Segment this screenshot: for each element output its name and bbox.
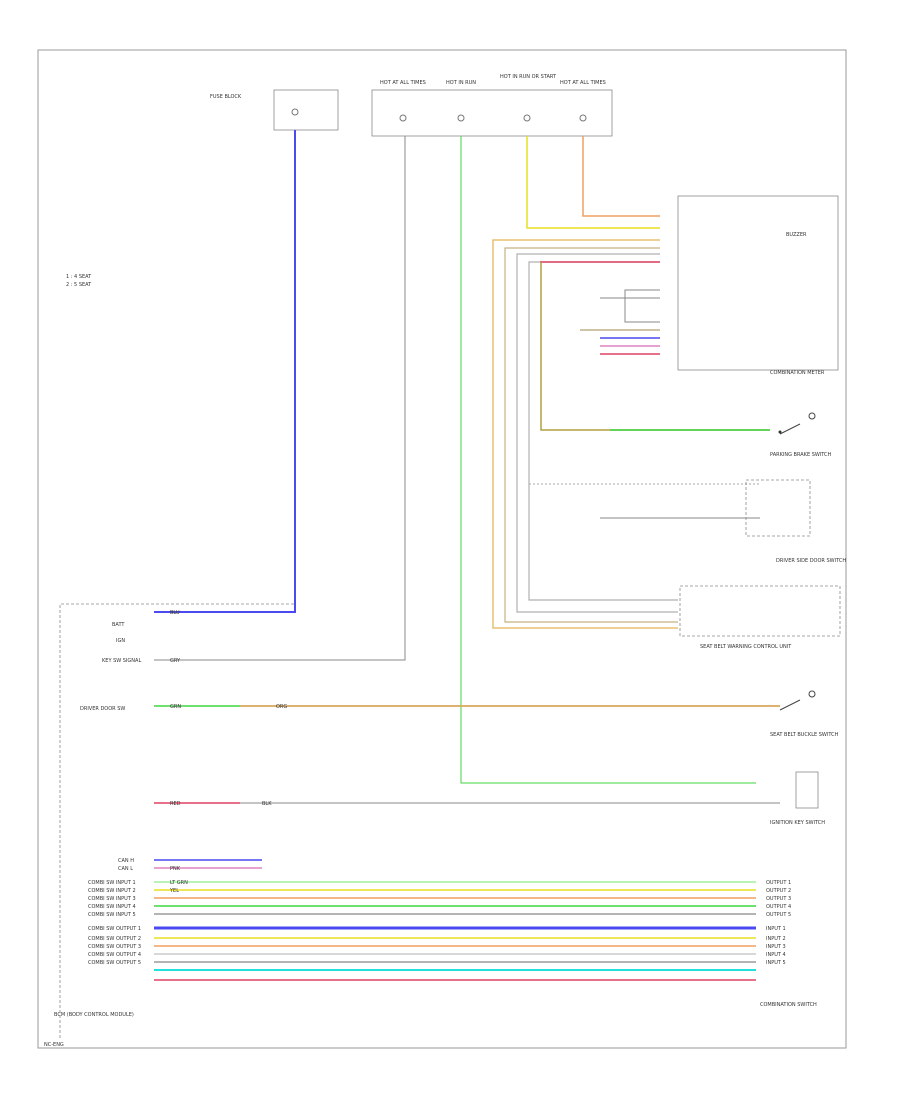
- diagram-frame: [37, 49, 847, 1049]
- lbl-out5: OUTPUT 5: [766, 912, 791, 918]
- parking-brake-label: PARKING BRAKE SWITCH: [770, 452, 832, 458]
- fuse1-label: HOT AT ALL TIMES: [380, 80, 426, 86]
- lbl-can-l: CAN L: [118, 866, 133, 872]
- combi-switch-wires: [154, 881, 756, 981]
- tag-lt-grn: LT GRN: [170, 880, 188, 886]
- buzzer-meter-box: [677, 195, 839, 371]
- ignition-switch-label: IGNITION KEY SWITCH: [770, 820, 825, 826]
- tag-yel: YEL: [169, 888, 179, 894]
- lbl-cs-out1: COMBI SW OUTPUT 1: [88, 926, 141, 932]
- bcm-label: BCM (BODY CONTROL MODULE): [54, 1012, 134, 1018]
- lbl-cs-out3: COMBI SW OUTPUT 3: [88, 944, 141, 950]
- wire-bundle-2: [504, 247, 678, 623]
- wire-bundle-3: [516, 253, 678, 613]
- tag-blk: BLK: [262, 801, 272, 807]
- lbl-out2: OUTPUT 2: [766, 888, 791, 894]
- fuse-left-label: FUSE BLOCK: [210, 94, 242, 100]
- lbl-in2: INPUT 2: [766, 936, 786, 942]
- lbl-cs-in5: COMBI SW INPUT 5: [88, 912, 136, 918]
- lbl-cs-in1: COMBI SW INPUT 1: [88, 880, 136, 886]
- ignition-switch-box: [795, 771, 819, 809]
- combination-switch-label: COMBINATION SWITCH: [760, 1002, 817, 1008]
- bcm-box: [59, 603, 296, 1038]
- wire-gray-fuse1: [154, 136, 406, 661]
- lbl-can-h: CAN H: [118, 858, 134, 864]
- parking-brake-switch-symbol: [778, 412, 816, 435]
- tag-grn: GRN: [170, 704, 181, 710]
- lbl-ign: IGN: [116, 638, 125, 644]
- lbl-in1: INPUT 1: [766, 926, 786, 932]
- wire-meter-loop: [624, 289, 660, 323]
- fuse3-label: HOT IN RUN OR START: [500, 74, 557, 80]
- lbl-door: DRIVER DOOR SW: [80, 706, 125, 712]
- wire-blue-fuse: [154, 130, 296, 613]
- wire-bundle-4: [528, 261, 678, 601]
- fuse-symbols: [291, 108, 587, 122]
- footer-code: NC-ENG: [44, 1042, 64, 1048]
- control-unit-box: [679, 585, 841, 637]
- lbl-in3: INPUT 3: [766, 944, 786, 950]
- lbl-cs-out2: COMBI SW OUTPUT 2: [88, 936, 141, 942]
- tag-gry: GRY: [170, 658, 181, 664]
- door-switch-box: [745, 479, 811, 537]
- legend-line1: 1 : 4 SEAT: [66, 274, 92, 280]
- fuse-box-main: [371, 89, 613, 137]
- lbl-out4: OUTPUT 4: [766, 904, 791, 910]
- seat-belt-switch-symbol: [779, 690, 816, 711]
- lbl-out3: OUTPUT 3: [766, 896, 791, 902]
- wire-bundle-1: [492, 239, 678, 629]
- control-unit-label: SEAT BELT WARNING CONTROL UNIT: [700, 644, 792, 650]
- lbl-cs-out4: COMBI SW OUTPUT 4: [88, 952, 141, 958]
- lbl-cs-out5: COMBI SW OUTPUT 5: [88, 960, 141, 966]
- wire-yellow-fuse3: [526, 136, 660, 229]
- fuse4-label: HOT AT ALL TIMES: [560, 80, 606, 86]
- tag-pnk: PNK: [170, 866, 181, 872]
- meter-label: COMBINATION METER: [770, 370, 825, 376]
- buzzer-label: BUZZER: [786, 232, 807, 238]
- lbl-batt: BATT: [112, 622, 125, 628]
- lbl-cs-in3: COMBI SW INPUT 3: [88, 896, 136, 902]
- lbl-in4: INPUT 4: [766, 952, 786, 958]
- lbl-cs-in2: COMBI SW INPUT 2: [88, 888, 136, 894]
- legend-line2: 2 : 5 SEAT: [66, 282, 92, 288]
- wire-orange-fuse4: [582, 136, 660, 217]
- lbl-in5: INPUT 5: [766, 960, 786, 966]
- tag-org: ORG: [276, 704, 287, 710]
- wire-green-fuse2: [460, 136, 756, 784]
- tag-blu: BLU: [170, 610, 180, 616]
- fuse2-label: HOT IN RUN: [446, 80, 476, 86]
- lbl-out1: OUTPUT 1: [766, 880, 791, 886]
- fuse-box-left: [273, 89, 339, 131]
- seat-belt-label: SEAT BELT BUCKLE SWITCH: [770, 732, 839, 738]
- tag-red: RED: [170, 801, 181, 807]
- door-switch-label: DRIVER SIDE DOOR SWITCH: [776, 558, 846, 564]
- lbl-cs-in4: COMBI SW INPUT 4: [88, 904, 136, 910]
- lbl-key: KEY SW SIGNAL: [102, 658, 141, 664]
